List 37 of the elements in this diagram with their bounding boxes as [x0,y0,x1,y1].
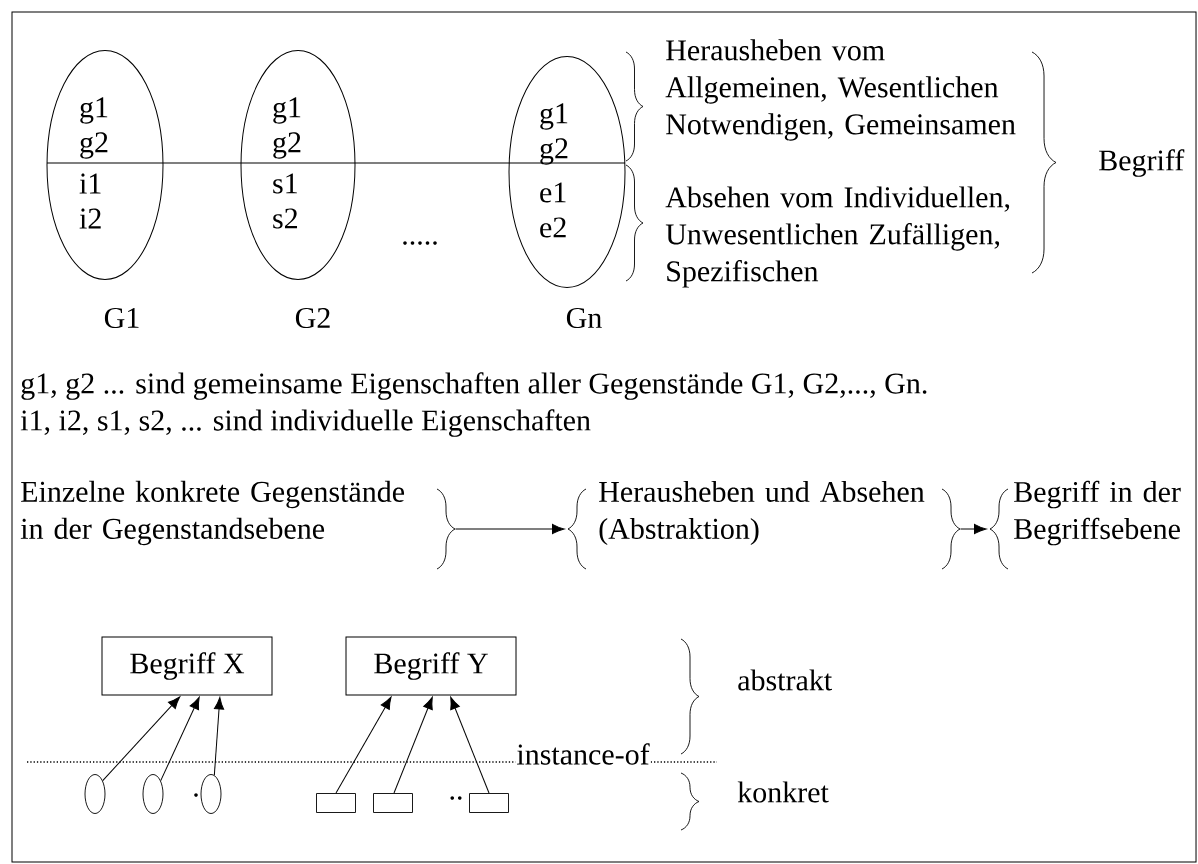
stage-text: Einzelne konkrete Gegenstände in der Gegenstandsebene [20,480,405,546]
concept-box: Begriff X [101,636,273,696]
object-label: G2 [295,307,330,329]
arrow [454,523,565,535]
ellipsis: .. [450,796,462,800]
property-list: e1 e2 [540,182,566,238]
small-box [316,793,356,813]
arrow [160,696,200,782]
object-label: G1 [104,307,139,329]
arrow [450,696,490,794]
level-label: abstrakt [738,669,832,691]
ellipsis: . [194,793,198,797]
stage-text: Herausheben und Absehen (Abstraktion) [599,480,925,546]
concept-box: Begriff Y [345,636,517,696]
ellipsis: ..... [403,241,437,245]
small-ellipse [84,774,106,814]
property-list: g1 g2 [540,103,568,165]
line-label: instance-of [515,743,651,765]
arrow [335,696,392,794]
level-label: konkret [737,781,829,803]
small-ellipse [200,774,222,814]
object-label: Gn [566,307,602,329]
description-text: Herausheben vom Allgemeinen, Wesentlichen Notwendigen, Gemeinsamen [665,39,1016,141]
stage-text: Begriff in der Begriffsebene [1014,480,1181,546]
arrow [393,696,433,794]
arrow [213,697,225,776]
note-text: i1, i2, s1, s2, ... sind individuelle Eigenschaften [20,409,591,437]
small-box [469,793,509,813]
property-list: s1 s2 [273,173,297,229]
concept-label: Begriff [1099,149,1185,177]
note-text: g1, g2 ... sind gemeinsame Eigenschaften aller Gegenstände G1, G2,..., Gn. [21,372,927,400]
small-box [373,793,413,813]
property-list: i1 i2 [79,173,101,229]
arrow [102,696,181,782]
arrow [959,523,987,535]
description-text: Absehen vom Individuellen, Unwesentlichen Zufälligen, Spezifischen [665,186,1010,288]
small-ellipse [142,774,164,814]
